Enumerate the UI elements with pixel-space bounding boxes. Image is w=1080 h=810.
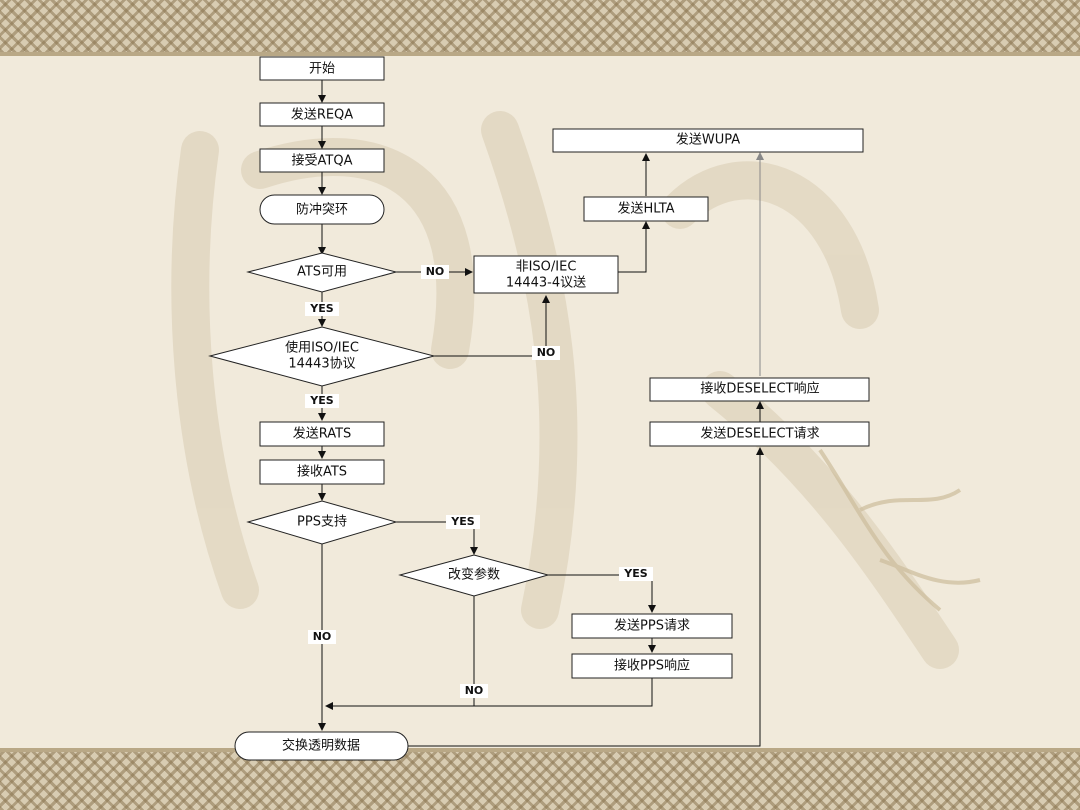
decorative-top-border [0, 0, 1080, 56]
node-start-label: 开始 [309, 62, 335, 77]
node-use-iso-label-1: 使用ISO/IEC [285, 340, 359, 356]
decorative-bottom-border [0, 748, 1080, 810]
edge-response-wupa-arrowhead [756, 152, 764, 160]
node-recv-deselect: 接收DESELECT响应 [649, 377, 870, 402]
node-send-hlta: 发送HLTA [583, 196, 709, 222]
node-send-reqa-label: 发送REQA [291, 107, 353, 123]
node-recv-pps: 接收PPS响应 [571, 653, 733, 679]
label-ats-no: NO [426, 265, 445, 278]
edge-exchange-deselect [408, 447, 764, 747]
node-recv-ats: 接收ATS [259, 459, 385, 485]
node-send-pps: 发送PPS请求 [571, 613, 733, 639]
label-change-no: NO [465, 684, 484, 697]
node-ats-available: ATS可用 [246, 252, 398, 293]
node-recv-atqa-label: 接受ATQA [292, 153, 353, 169]
node-recv-deselect-label: 接收DESELECT响应 [700, 381, 819, 397]
node-change-params: 改变参数 [398, 554, 550, 597]
node-recv-atqa: 接受ATQA [259, 148, 385, 173]
label-change-yes: YES [623, 567, 647, 580]
label-ats-yes: YES [309, 302, 333, 315]
node-use-iso: 使用ISO/IEC 14443协议 [208, 326, 436, 387]
node-start: 开始 [259, 56, 385, 81]
edge-iso-no [434, 295, 550, 357]
label-iso-no: NO [537, 346, 556, 359]
node-recv-ats-label: 接收ATS [297, 464, 347, 480]
node-send-pps-label: 发送PPS请求 [614, 618, 690, 634]
node-anticollision-label: 防冲突环 [296, 202, 348, 218]
node-use-iso-label-2: 14443协议 [288, 357, 355, 372]
node-send-deselect-label: 发送DESELECT请求 [700, 426, 819, 442]
node-send-rats-label: 发送RATS [293, 426, 352, 442]
node-send-wupa: 发送WUPA [552, 128, 864, 153]
node-non-iso: 非ISO/IEC 14443-4议送 [473, 255, 619, 294]
node-send-deselect: 发送DESELECT请求 [649, 421, 870, 447]
node-pps-support-label: PPS支持 [297, 515, 347, 530]
node-ats-available-label: ATS可用 [297, 265, 347, 280]
node-recv-pps-label: 接收PPS响应 [614, 658, 690, 674]
node-anticollision: 防冲突环 [259, 194, 385, 225]
node-non-iso-label-2: 14443-4议送 [506, 276, 586, 291]
node-non-iso-label-1: 非ISO/IEC [516, 260, 577, 275]
node-exchange-data: 交换透明数据 [234, 731, 409, 761]
edge-noniso-hlta [618, 221, 650, 273]
node-send-hlta-label: 发送HLTA [617, 201, 674, 217]
label-iso-yes: YES [309, 394, 333, 407]
node-send-wupa-label: 发送WUPA [676, 132, 740, 148]
node-exchange-data-label: 交换透明数据 [282, 738, 360, 754]
node-pps-support: PPS支持 [246, 500, 398, 545]
node-send-reqa: 发送REQA [259, 102, 385, 127]
edge-ppsresp-merge [325, 678, 653, 710]
label-pps-no: NO [313, 630, 332, 643]
flow-edges [318, 80, 764, 747]
edge-labels: NO YES NO YES YES YES NO NO [305, 265, 653, 698]
label-pps-yes: YES [450, 515, 474, 528]
node-change-params-label: 改变参数 [448, 567, 500, 583]
node-send-rats: 发送RATS [259, 421, 385, 447]
